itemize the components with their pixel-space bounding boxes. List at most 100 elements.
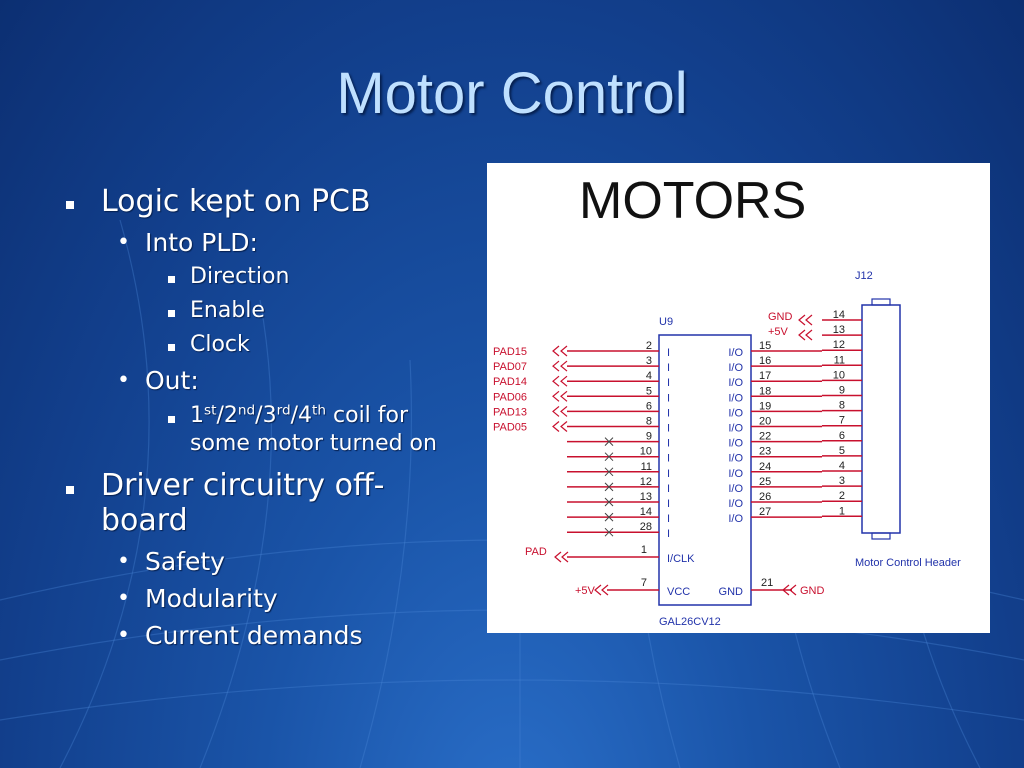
chip-left-pin-number: 2 [646,340,652,352]
net-arrow-icon [552,405,568,417]
chip-io-label: I/O [728,453,743,465]
chip-right-pin-number: 24 [759,461,771,473]
chip-right-pin-number: 22 [759,431,771,443]
chip-clk-label: I/CLK [667,553,695,565]
net-label-pad: PAD06 [493,391,527,403]
net-label-pad: PAD05 [493,422,527,434]
chip-io-label: I/O [728,498,743,510]
chip-left-pin-number: 12 [640,476,652,488]
chip-right-pin-number: 25 [759,476,771,488]
chip-u9-body [658,334,752,606]
chip-right-pin-number: 18 [759,385,771,397]
bullet-square [168,276,175,283]
chip-input-label: I [667,513,670,525]
chip-io-label: I/O [728,468,743,480]
bullet-clock: Clock [190,332,250,357]
net-label-pad: PAD15 [493,346,527,358]
header-pin-number: 11 [834,354,845,366]
bullet-driver-line1: Driver circuitry off- [101,468,385,503]
header-j12-body [861,304,901,534]
chip-input-label: I [667,453,670,465]
chip-io-label: I/O [728,377,743,389]
chip-io-label: I/O [728,483,743,495]
chip-left-pin-number: 6 [646,400,652,412]
chip-left-pin-number: 8 [646,416,652,428]
net-arrow-icon [782,584,797,596]
bullet-current: Current demands [145,621,363,650]
bullet-enable: Enable [190,298,265,323]
chip-io-label: I/O [728,513,743,525]
no-connect-icon [604,527,614,537]
chip-io-label: I/O [728,438,743,450]
bullet-driver-line2: board [101,503,188,538]
header-pin-number: 14 [833,309,845,321]
no-connect-icon [604,452,614,462]
chip-part-label: GAL26CV12 [659,616,721,628]
chip-io-label: I/O [728,362,743,374]
schematic-heading: MOTORS [579,172,806,230]
chip-input-label: I [667,483,670,495]
chip-left-pin-number: 3 [646,355,652,367]
header-pin-number: 5 [839,445,845,457]
chip-left-pin-number: 11 [641,461,652,473]
bullet-coil-line1: 1st/2nd/3rd/4th coil for [190,402,409,428]
net-label-vcc: +5V [575,585,596,597]
chip-io-label: I/O [728,423,743,435]
net-label-pad: PAD13 [493,406,527,418]
chip-input-label: I [667,392,670,404]
chip-right-pin-number: 16 [759,355,771,367]
header-gnd-net-label: GND [768,311,793,323]
header-pin-number: 6 [839,430,845,442]
net-arrow-icon [552,421,568,432]
header-pin-number: 7 [839,415,845,427]
bullet-coil-line2: some motor turned on [190,431,437,456]
no-connect-icon [604,482,614,492]
no-connect-icon [604,512,614,522]
chip-input-label: I [667,377,670,389]
net-arrow-icon [552,375,568,387]
net-label-gnd: GND [800,585,825,597]
chip-input-label: I [667,347,670,359]
header-pin-number: 12 [833,339,845,351]
net-arrow-icon [554,551,569,563]
net-arrow-icon [552,345,568,357]
chip-left-pin-number: 9 [646,431,652,443]
bullet-dot: • [117,368,130,393]
net-arrow-icon [552,390,568,402]
no-connect-icon [604,497,614,507]
bullet-square [66,201,74,209]
header-pin-number: 9 [839,385,845,397]
header-pin-number: 2 [839,490,845,502]
bullet-into-pld: Into PLD: [145,228,258,257]
header-j12-bottom-tab [871,532,891,540]
bullet-dot: • [117,586,130,611]
chip-io-label: I/O [728,407,743,419]
chip-right-pin-number: 26 [759,491,771,503]
chip-input-label: I [667,423,670,435]
chip-right-pin-number: 17 [759,370,771,382]
chip-input-label: I [667,438,670,450]
net-label-pad: PAD14 [493,376,527,388]
header-ref-label: J12 [855,270,873,282]
chip-input-label: I [667,528,670,540]
chip-right-pin-number: 19 [759,400,771,412]
chip-vcc-label: VCC [667,586,690,598]
header-pin-number: 8 [839,400,845,412]
header-pin-number: 13 [833,324,845,336]
chip-left-pin-number: 10 [640,446,652,458]
net-arrow-icon [552,360,568,372]
bullet-square [168,310,175,317]
bullet-out: Out: [145,366,199,395]
chip-io-label: I/O [728,392,743,404]
header-pin-number: 3 [839,475,845,487]
chip-left-pin-number: 13 [640,491,652,503]
bullet-dot: • [117,230,130,255]
net-arrow-icon [798,314,813,326]
no-connect-icon [604,467,614,477]
chip-left-pin-number: 14 [640,506,652,518]
schematic-drawing: MOTORS U9GAL26CV122IPAD153IPAD074IPAD145… [493,172,961,628]
net-arrow-icon [798,329,813,341]
chip-left-pin-number: 28 [640,521,652,533]
bullet-safety: Safety [145,547,225,576]
